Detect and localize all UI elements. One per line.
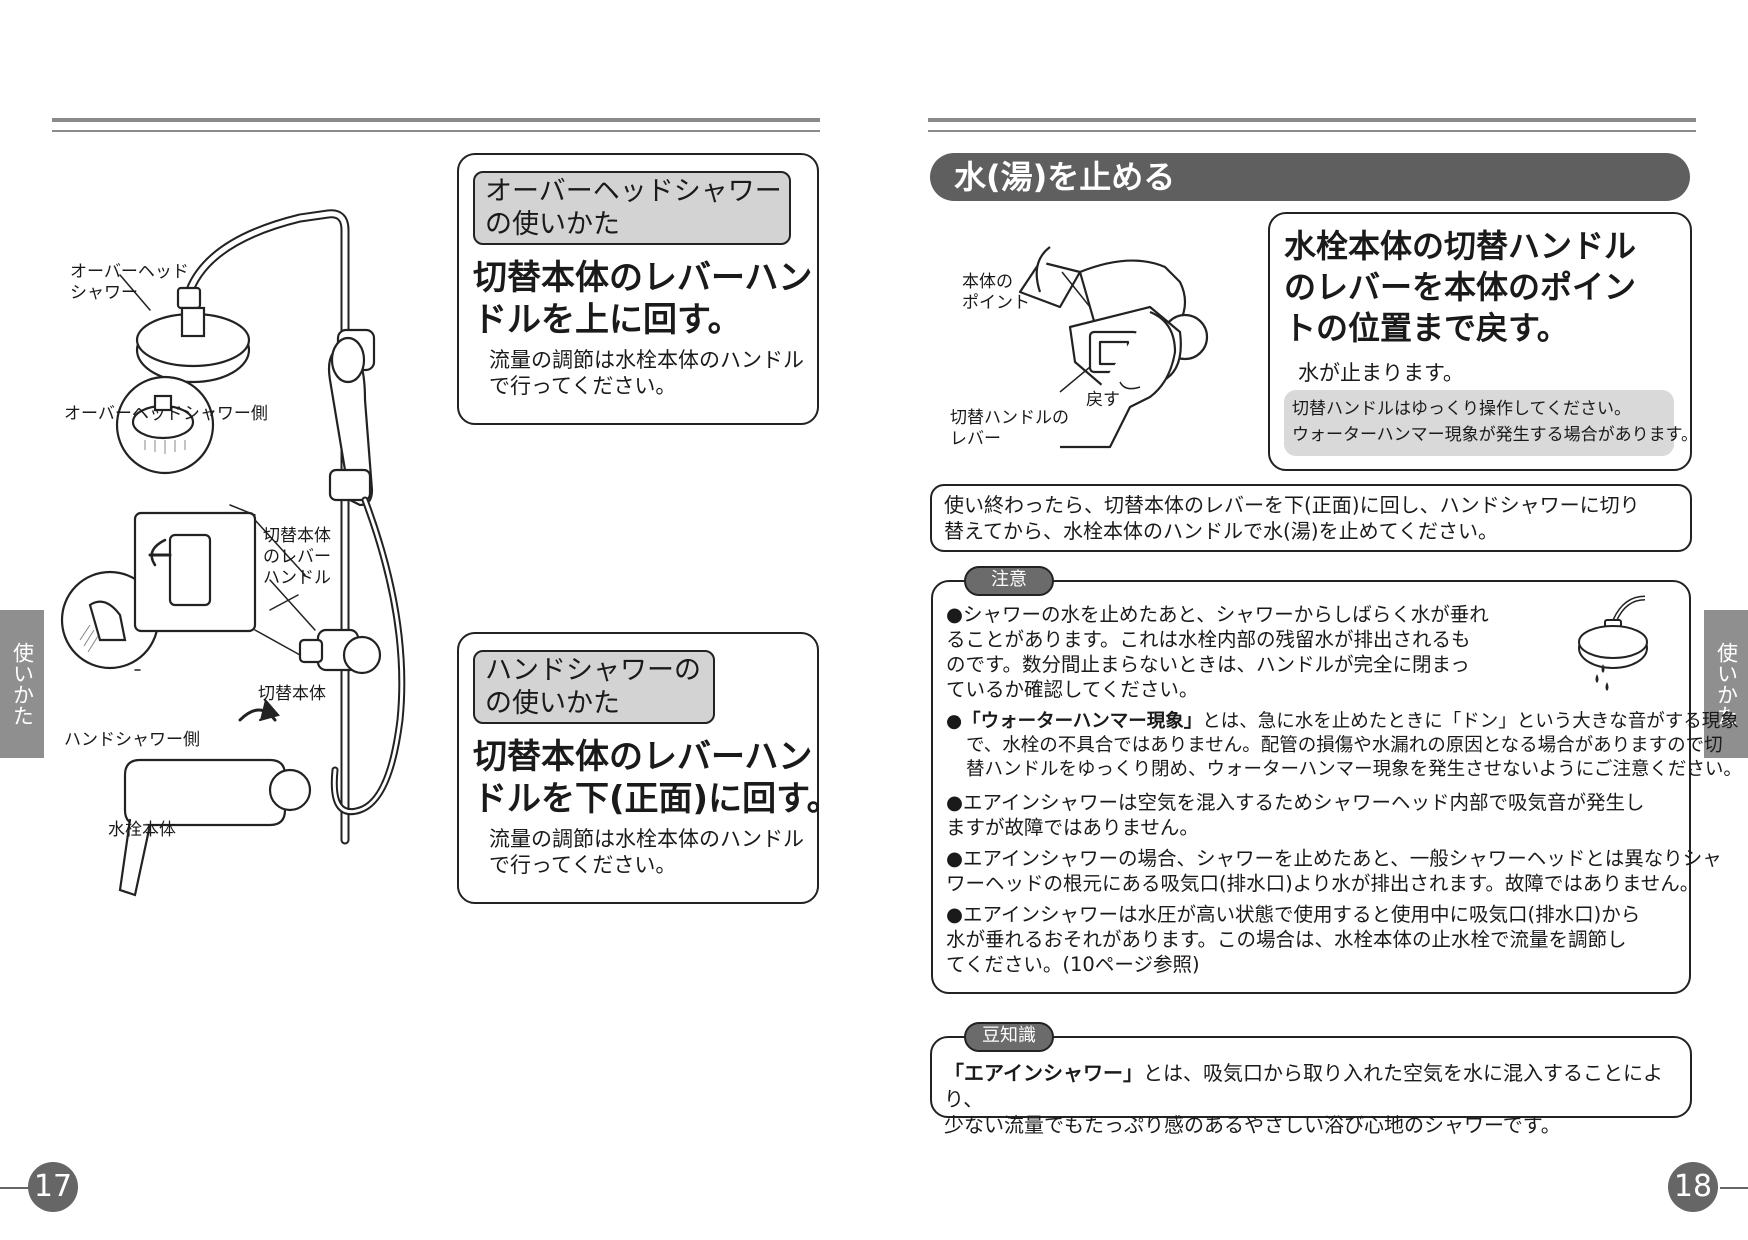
caution-item-2-text: で、水栓の不具合ではありません。配管の損傷や水漏れの原因となる場合がありますので… xyxy=(966,735,1742,780)
label-hand-side: ハンドシャワー側 xyxy=(64,730,200,750)
hand-usage-instruction: 切替本体のレバーハン ドルを下(正面)に回す。 xyxy=(473,737,841,819)
header-rule-right xyxy=(928,118,1696,122)
caution-item-4-text: エアインシャワーの場合、シャワーを止めたあと、一般シャワーヘッドとは異なりシャ … xyxy=(946,847,1722,895)
caution-item-5: ●エアインシャワーは水圧が高い状態で使用すると使用中に吸気口(排水口)から 水が… xyxy=(946,902,1640,977)
label-overhead-shower: オーバーヘッド シャワー xyxy=(70,262,189,303)
caution-item-5-text: エアインシャワーは水圧が高い状態で使用すると使用中に吸気口(排水口)から 水が垂… xyxy=(946,903,1641,976)
stop-caution-text: 切替ハンドルはゆっくり操作してください。 ウォーターハンマー現象が発生する場合が… xyxy=(1292,399,1698,445)
bullet-icon: ● xyxy=(946,791,964,814)
label-switch-handle-lever: 切替ハンドルの レバー xyxy=(950,408,1069,449)
label-overhead-side: オーバーヘッドシャワー側 xyxy=(64,404,268,424)
header-rule-right-thin xyxy=(928,130,1696,132)
side-tab-right[interactable]: 使いかた xyxy=(1704,610,1748,758)
caution-item-1-text: シャワーの水を止めたあと、シャワーからしばらく水が垂れ ることがあります。これは… xyxy=(946,603,1489,701)
page-number-right-line xyxy=(1720,1187,1748,1189)
shower-illustration xyxy=(60,209,406,897)
label-return: 戻す xyxy=(1086,390,1120,410)
header-rule-left-thin xyxy=(52,130,820,132)
page-number-left-line xyxy=(0,1187,40,1189)
caution-title: 注意 xyxy=(964,566,1054,596)
side-tab-left[interactable]: 使いかた xyxy=(0,610,44,758)
hand-usage-title: ハンドシャワーの の使いかた xyxy=(473,650,715,724)
caution-item-2: ●「ウォーターハンマー現象」とは、急に水を止めたときに「ドン」という大きな音がす… xyxy=(946,710,1742,782)
overhead-usage-instruction: 切替本体のレバーハン ドルを上に回す。 xyxy=(473,258,813,340)
shower-drip-icon xyxy=(1578,595,1648,691)
page-number-right: 18 xyxy=(1668,1162,1718,1212)
caution-item-1: ●シャワーの水を止めたあと、シャワーからしばらく水が垂れ ることがあります。これ… xyxy=(946,602,1489,702)
water-hammer-rest: とは、急に水を止めたときに「ドン」という大きな音がする現象 xyxy=(1202,711,1739,732)
tip-title: 豆知識 xyxy=(964,1022,1054,1052)
page-number-left: 17 xyxy=(28,1162,78,1212)
stop-result: 水が止まります。 xyxy=(1298,361,1464,385)
section-title: 水(湯)を止める xyxy=(954,158,1176,196)
bullet-icon: ● xyxy=(946,903,964,926)
after-use-text: 使い終わったら、切替本体のレバーを下(正面)に回し、ハンドシャワーに切り 替えて… xyxy=(944,493,1640,543)
stop-illustration xyxy=(1018,246,1209,449)
overhead-usage-box: オーバーヘッドシャワー の使いかた 切替本体のレバーハン ドルを上に回す。 流量… xyxy=(457,153,819,425)
stop-instruction-box: 水栓本体の切替ハンドル のレバーを本体のポイン トの位置まで戻す。 水が止まりま… xyxy=(1268,212,1698,471)
tip-text: 「エアインシャワー」とは、吸気口から取り入れた空気を水に混入することにより、 少… xyxy=(944,1060,1690,1138)
bullet-icon: ● xyxy=(946,847,964,870)
caution-item-4: ●エアインシャワーの場合、シャワーを止めたあと、一般シャワーヘッドとは異なりシャ… xyxy=(946,846,1722,896)
caution-item-3-text: エアインシャワーは空気を混入するためシャワーヘッド内部で吸気音が発生し ますが故… xyxy=(946,791,1645,839)
overhead-usage-title: オーバーヘッドシャワー の使いかた xyxy=(473,171,791,245)
caution-item-3: ●エアインシャワーは空気を混入するためシャワーヘッド内部で吸気音が発生し ますが… xyxy=(946,790,1645,840)
hand-usage-box: ハンドシャワーの の使いかた 切替本体のレバーハン ドルを下(正面)に回す。 流… xyxy=(457,632,841,904)
label-switch-body: 切替本体 xyxy=(258,684,326,704)
tip-line-2: 少ない流量でもたっぷり感のあるやさしい浴び心地のシャワーです。 xyxy=(944,1113,1561,1137)
section-title-bar: 水(湯)を止める xyxy=(930,153,1690,201)
caution-box xyxy=(931,580,1691,994)
after-use-box: 使い終わったら、切替本体のレバーを下(正面)に回し、ハンドシャワーに切り 替えて… xyxy=(930,484,1692,552)
label-faucet-body: 水栓本体 xyxy=(108,820,176,840)
tip-box: 「エアインシャワー」とは、吸気口から取り入れた空気を水に混入することにより、 少… xyxy=(930,1036,1692,1137)
bullet-icon: ● xyxy=(946,603,964,626)
label-switch-lever: 切替本体 のレバー ハンドル xyxy=(263,526,331,588)
tip-term: 「エアインシャワー」 xyxy=(944,1061,1143,1085)
bullet-icon: ● xyxy=(946,711,963,732)
label-body-point: 本体の ポイント xyxy=(962,272,1030,313)
overhead-usage-note: 流量の調節は水栓本体のハンドル で行ってください。 xyxy=(489,348,804,398)
tip-rest: とは、吸気口から取り入れた空気を水に混入することにより、 xyxy=(944,1061,1663,1111)
water-hammer-term: 「ウォーターハンマー現象」 xyxy=(962,711,1203,732)
stop-instruction: 水栓本体の切替ハンドル のレバーを本体のポイン トの位置まで戻す。 xyxy=(1284,227,1637,347)
header-rule-left xyxy=(52,118,820,122)
stop-caution-box: 切替ハンドルはゆっくり操作してください。 ウォーターハンマー現象が発生する場合が… xyxy=(1284,390,1698,456)
hand-usage-note: 流量の調節は水栓本体のハンドル で行ってください。 xyxy=(489,827,804,877)
